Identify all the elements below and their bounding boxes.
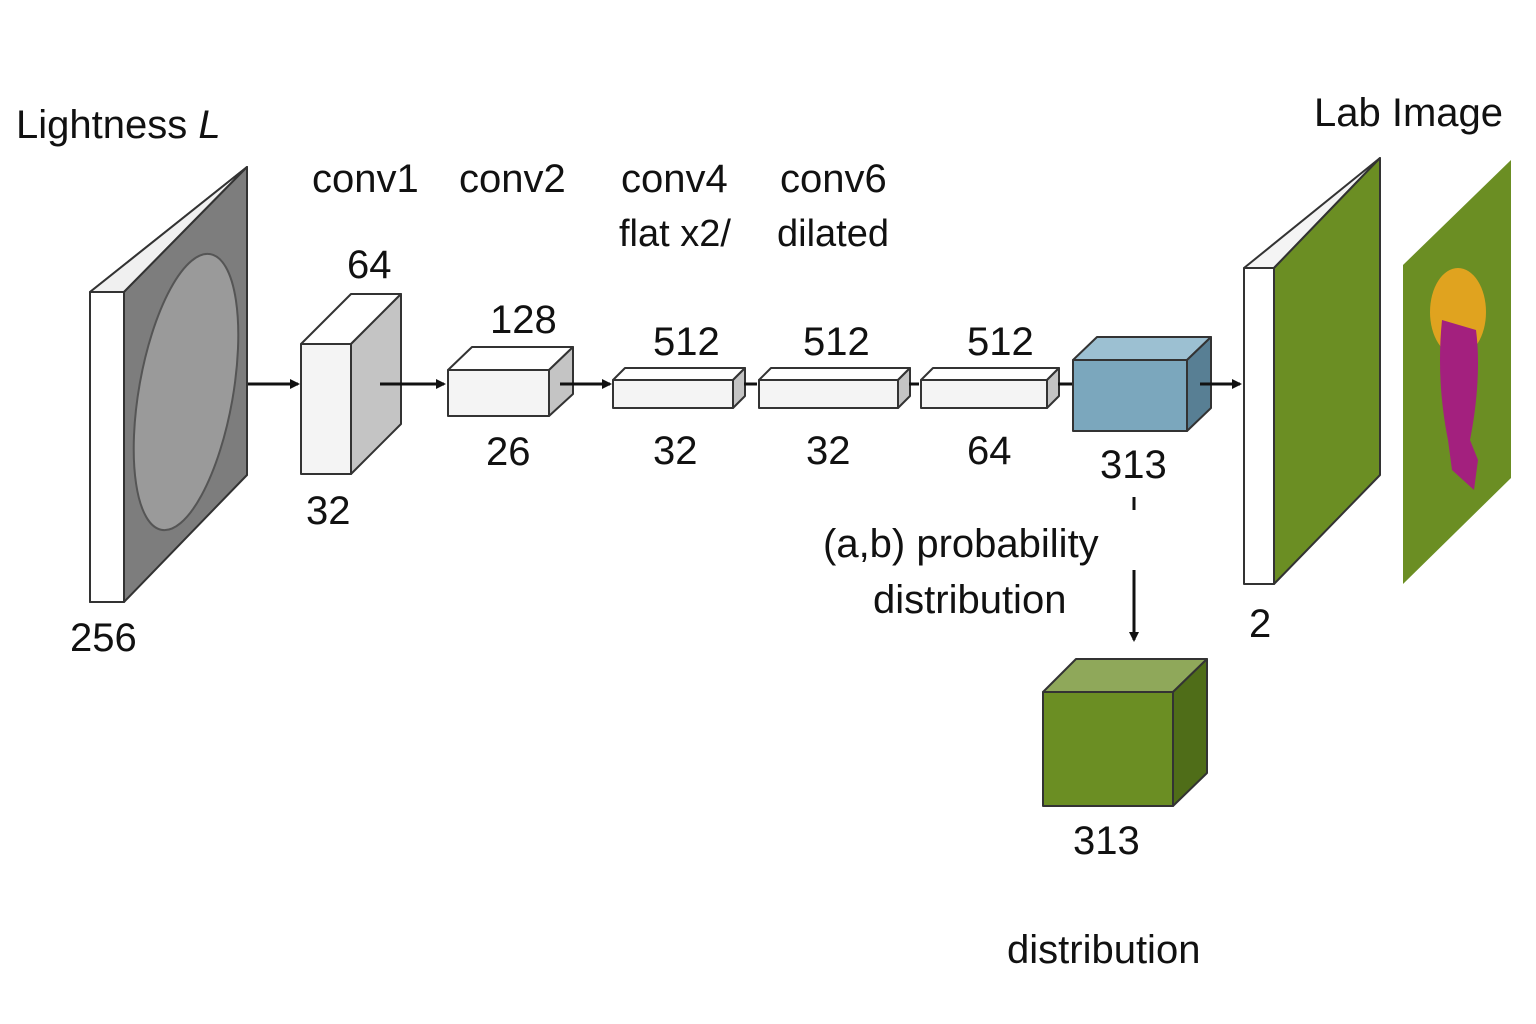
face-shape bbox=[1440, 320, 1478, 490]
probability-block bbox=[1072, 336, 1212, 432]
input-block bbox=[89, 166, 248, 603]
prob-line2: distribution bbox=[873, 578, 1066, 622]
input-bottom-dim: 256 bbox=[70, 616, 137, 660]
b4-bottom-dim: 32 bbox=[806, 429, 851, 473]
conv2-block bbox=[447, 346, 574, 417]
b5-top-dim: 512 bbox=[967, 320, 1034, 364]
label-conv2: conv2 bbox=[459, 157, 566, 201]
b5-bottom-dim: 64 bbox=[967, 429, 1012, 473]
lab-image bbox=[1403, 160, 1511, 584]
output-bottom-dim: 2 bbox=[1249, 602, 1271, 646]
output-block bbox=[1243, 157, 1381, 585]
b2-top-dim: 128 bbox=[490, 298, 557, 342]
b3-top-dim: 512 bbox=[653, 320, 720, 364]
conv6-block bbox=[920, 367, 1060, 409]
label-conv6: conv6 bbox=[780, 157, 887, 201]
label-conv4-sub: flat x2/ bbox=[619, 213, 731, 255]
label-conv6-sub: dilated bbox=[777, 213, 889, 255]
label-conv1: conv1 bbox=[312, 157, 419, 201]
distribution-block bbox=[1042, 658, 1208, 807]
label-conv4: conv4 bbox=[621, 157, 728, 201]
conv4-block-a bbox=[612, 367, 746, 409]
b1-top-dim: 64 bbox=[347, 243, 392, 287]
b2-bottom-dim: 26 bbox=[486, 430, 531, 474]
title-lab-image: Lab Image bbox=[1314, 91, 1503, 135]
prob-line1: (a,b) probability bbox=[823, 522, 1099, 566]
conv1-block bbox=[300, 293, 402, 475]
conv4-block-b bbox=[758, 367, 911, 409]
dist-label: distribution bbox=[1007, 928, 1200, 972]
b6-bottom-dim: 313 bbox=[1100, 443, 1167, 487]
dist-bottom-dim: 313 bbox=[1073, 819, 1140, 863]
b4-top-dim: 512 bbox=[803, 320, 870, 364]
title-lightness: Lightness L bbox=[16, 103, 221, 147]
b3-bottom-dim: 32 bbox=[653, 429, 698, 473]
b1-bottom-dim: 32 bbox=[306, 489, 351, 533]
input-face-silhouette bbox=[132, 252, 240, 532]
